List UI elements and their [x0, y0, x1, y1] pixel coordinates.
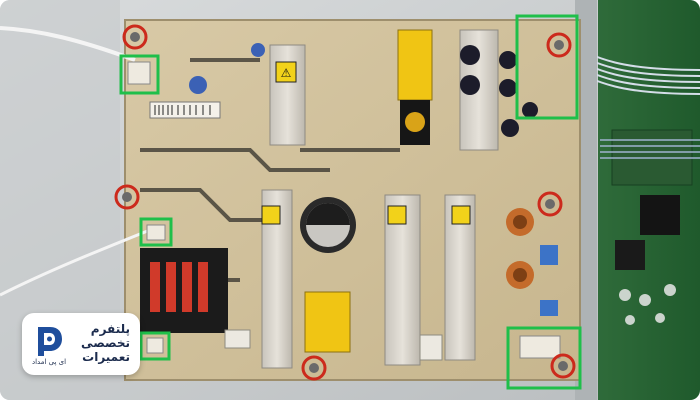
brand-logo-icon	[38, 326, 63, 356]
brand-tagline: پلتفرم تخصصی تعمیرات	[81, 322, 130, 364]
connector-highlight	[139, 331, 171, 361]
screw-marker	[122, 24, 148, 50]
screw-marker	[301, 355, 327, 381]
brand-line-1: پلتفرم	[90, 322, 130, 337]
copper-coils	[506, 208, 534, 289]
screw-marker	[537, 191, 563, 217]
screw-marker	[114, 184, 140, 210]
connector-highlight	[515, 14, 579, 120]
brand-watermark: ای پی امداد پلتفرم تخصصی تعمیرات	[22, 313, 140, 375]
warning-sticker: ⚠	[275, 61, 297, 83]
capacitor	[189, 76, 207, 94]
heatsink	[269, 44, 306, 146]
connector-highlight	[506, 326, 582, 390]
transformer	[397, 29, 433, 101]
connector-highlight	[139, 217, 173, 247]
svg-text:⚠: ⚠	[281, 66, 292, 80]
transformer	[304, 291, 351, 353]
brand-line-3: تعمیرات	[82, 349, 130, 364]
warning-sticker	[261, 205, 471, 225]
connector-highlights	[119, 14, 582, 390]
brand-logo-caption: ای پی امداد	[32, 357, 67, 366]
brand-line-2: تخصصی	[81, 336, 130, 351]
main-board-chip	[640, 195, 680, 235]
screw-markers	[114, 24, 576, 381]
screw-marker	[546, 32, 572, 58]
electrolytic-capacitors	[460, 45, 538, 137]
brand-logo: ای پی امداد	[32, 323, 66, 366]
connector-highlight	[119, 54, 160, 95]
screw-marker	[550, 353, 576, 379]
